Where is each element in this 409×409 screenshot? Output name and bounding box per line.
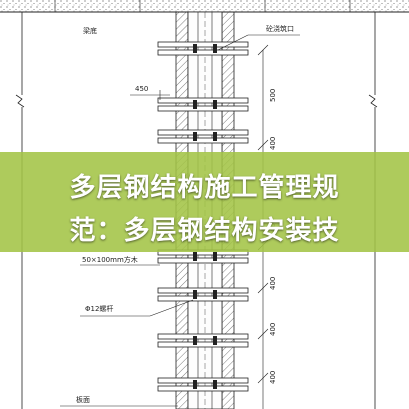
banner-title-line-2: 范：多层钢结构安装技 xyxy=(69,216,340,246)
beam-top-band xyxy=(0,0,409,13)
label-beam-bottom: 梁底 xyxy=(83,27,97,35)
label-timber: 50×100mm方木 xyxy=(82,256,138,264)
walers xyxy=(157,41,249,392)
label-width-450: 450 xyxy=(135,85,149,93)
leader-lines xyxy=(60,34,300,407)
bolt-nuts xyxy=(193,44,217,389)
label-slab: 板面 xyxy=(76,396,90,404)
dimension-value: 500 xyxy=(269,88,277,102)
label-concrete-pour-opening: 砼浇筑口 xyxy=(266,25,294,33)
dimension-value: 400 xyxy=(269,322,277,336)
dimension-value: 400 xyxy=(269,136,277,150)
label-bolt: Φ12螺杆 xyxy=(85,305,114,313)
dimension-value: 400 xyxy=(269,276,277,290)
title-banner xyxy=(0,152,409,252)
banner-title-line-1: 多层钢结构施工管理规 xyxy=(69,173,340,203)
dimension-value: 400 xyxy=(269,370,277,384)
